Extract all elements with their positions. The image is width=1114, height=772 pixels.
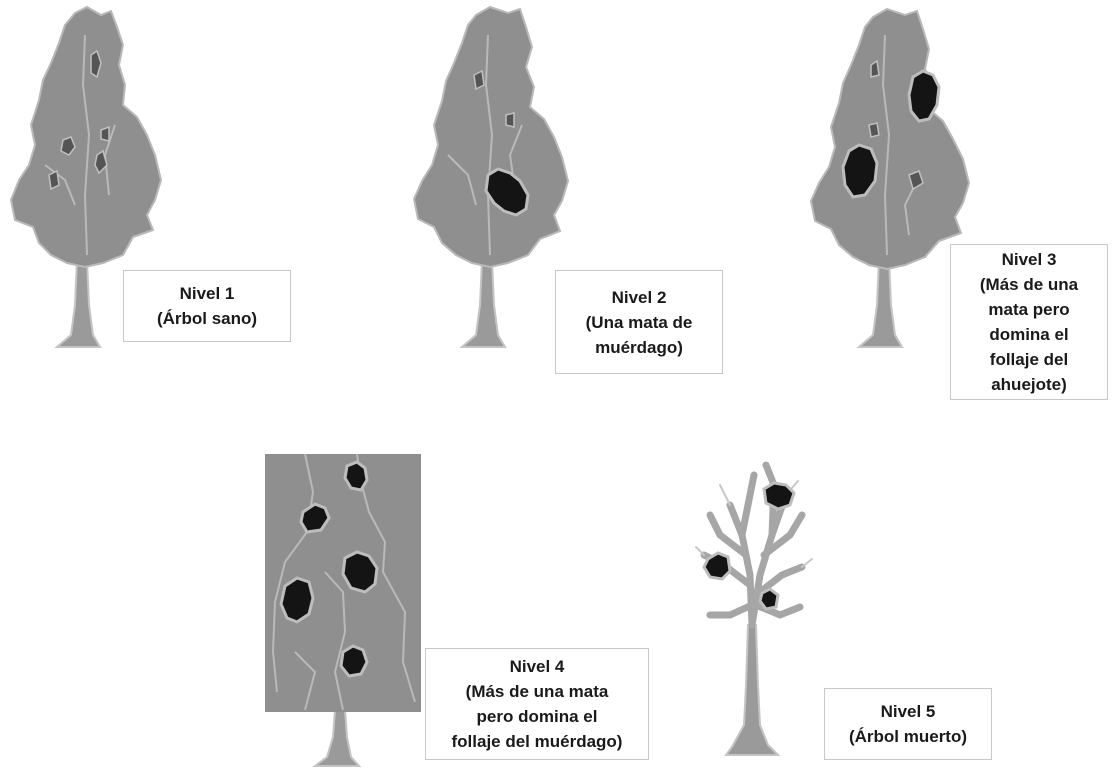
- level-1-label: Nivel 1 (Árbol sano): [123, 270, 291, 342]
- level-2-label: Nivel 2 (Una mata de muérdago): [555, 270, 723, 374]
- level-4-description-line: (Más de una mata: [452, 679, 623, 704]
- level-3-description-line: (Más de una: [980, 272, 1078, 297]
- level-4-label: Nivel 4 (Más de una mata pero domina el …: [425, 648, 649, 760]
- level-1-description-line: (Árbol sano): [157, 306, 257, 331]
- tree-level-5-illustration: [690, 455, 820, 760]
- level-3-description-line: mata pero: [980, 297, 1078, 322]
- level-5-description-line: (Árbol muerto): [849, 724, 967, 749]
- level-2-title: Nivel 2: [586, 285, 693, 310]
- level-4-description-line: follaje del muérdago): [452, 729, 623, 754]
- level-2-description-line: muérdago): [586, 335, 693, 360]
- level-2-description-line: (Una mata de: [586, 310, 693, 335]
- level-3-description-line: ahuejote): [980, 372, 1078, 397]
- level-5-label: Nivel 5 (Árbol muerto): [824, 688, 992, 760]
- level-3-label: Nivel 3 (Más de una mata pero domina el …: [950, 244, 1108, 400]
- level-5-title: Nivel 5: [849, 699, 967, 724]
- level-1-title: Nivel 1: [157, 281, 257, 306]
- level-3-title: Nivel 3: [980, 247, 1078, 272]
- level-4-title: Nivel 4: [452, 654, 623, 679]
- tree-level-4-illustration: [265, 452, 425, 770]
- level-3-description-line: follaje del: [980, 347, 1078, 372]
- level-4-description-line: pero domina el: [452, 704, 623, 729]
- level-3-description-line: domina el: [980, 322, 1078, 347]
